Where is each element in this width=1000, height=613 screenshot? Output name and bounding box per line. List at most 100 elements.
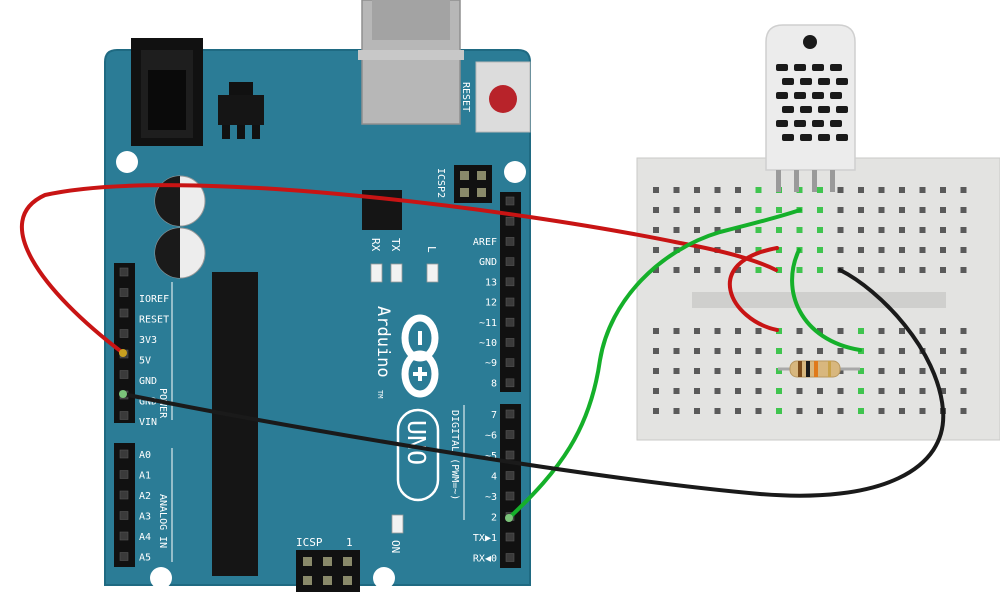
breadboard-hole <box>878 207 885 213</box>
header-pin <box>119 511 129 520</box>
power-pin-label: GND <box>139 376 157 387</box>
digital-pin-label: GND <box>479 257 497 268</box>
power-pin-label: 5V <box>139 356 151 367</box>
header-pin <box>505 277 515 287</box>
breadboard-hole <box>735 328 741 334</box>
breadboard-hole <box>653 328 659 334</box>
digital-pin-label: 4 <box>491 472 497 483</box>
breadboard-hole <box>940 267 946 273</box>
breadboard-hole <box>878 408 885 414</box>
on-label: ON <box>389 540 402 553</box>
breadboard-hole <box>796 328 803 334</box>
breadboard-hole <box>960 348 967 354</box>
breadboard-hole <box>653 408 659 414</box>
breadboard-hole <box>714 267 721 273</box>
breadboard-hole <box>858 368 864 374</box>
breadboard-hole <box>858 408 864 414</box>
analog-header <box>114 443 135 567</box>
breadboard-hole <box>899 227 905 233</box>
breadboard-hole <box>837 408 844 414</box>
header-pin <box>505 358 515 367</box>
breadboard-hole <box>899 328 905 334</box>
digital-pin-label: 12 <box>485 298 497 309</box>
analog-pin-label: A2 <box>139 491 151 502</box>
digital-pin-label: ~5 <box>485 451 497 462</box>
header-pin <box>505 257 515 266</box>
breadboard-hole <box>714 408 721 414</box>
header-pin <box>505 338 515 347</box>
sensor-vent <box>818 106 830 113</box>
header-pin <box>119 308 129 318</box>
breadboard-hole <box>673 348 680 354</box>
trademark-label: TM <box>376 390 384 398</box>
breadboard-hole <box>673 388 680 394</box>
digital-pin-label: RX◀0 <box>473 554 497 565</box>
power-pin-label: RESET <box>139 315 169 326</box>
breadboard-hole <box>653 388 659 394</box>
breadboard-hole <box>776 267 782 273</box>
breadboard-hole <box>960 207 967 213</box>
breadboard-hole <box>694 368 700 374</box>
wire-green-jumper <box>790 248 862 352</box>
power-pin-label: GND <box>139 397 157 408</box>
sensor-vent <box>830 64 842 71</box>
breadboard-hole <box>755 227 762 233</box>
breadboard-hole <box>755 348 762 354</box>
analog-pin-label: A0 <box>139 450 151 461</box>
header-pin <box>119 490 129 500</box>
uno-label: UNO <box>402 420 431 465</box>
breadboard-hole <box>714 328 721 334</box>
breadboard-hole <box>735 388 741 394</box>
breadboard-hole <box>796 388 803 394</box>
breadboard-hole <box>817 207 823 213</box>
sensor-vent <box>836 134 848 141</box>
breadboard-hole <box>694 348 700 354</box>
breadboard-hole <box>940 187 946 193</box>
breadboard-hole <box>817 187 823 193</box>
breadboard-hole <box>817 267 823 273</box>
wire-red-jumper <box>727 246 779 332</box>
digital-pin-label: ~10 <box>479 338 497 349</box>
wire-endpoints <box>119 349 513 522</box>
sensor-vent <box>782 134 794 141</box>
reset-button <box>475 61 531 133</box>
breadboard-hole <box>899 207 905 213</box>
header-pin <box>505 237 515 246</box>
sensor-vent <box>800 106 812 113</box>
breadboard-hole <box>919 247 926 253</box>
arduino-uno-board: RESET RX TX L ON <box>104 0 531 592</box>
breadboard-hole <box>919 207 926 213</box>
sensor-vent <box>818 134 830 141</box>
mounting-hole <box>116 151 138 173</box>
breadboard-hole <box>858 388 864 394</box>
breadboard-hole <box>776 328 782 334</box>
header-pin <box>119 470 129 479</box>
sensor-vent <box>776 120 788 127</box>
breadboard-hole <box>858 267 864 273</box>
sensor-vent <box>836 78 848 85</box>
sensor-vent <box>776 92 788 99</box>
icsp-pin1-label: 1 <box>346 536 353 549</box>
breadboard-hole <box>878 328 885 334</box>
digital-pin-label: AREF <box>473 237 497 248</box>
header-pins <box>119 196 515 562</box>
breadboard-hole <box>837 348 844 354</box>
digital-pin-label: 8 <box>491 378 497 389</box>
breadboard-hole <box>878 388 885 394</box>
breadboard-hole <box>919 328 926 334</box>
capacitor <box>154 175 206 227</box>
header-pin <box>119 411 129 420</box>
breadboard-hole <box>776 247 782 253</box>
header-pin <box>505 532 515 542</box>
breadboard-hole <box>653 247 659 253</box>
breadboard-hole <box>837 227 844 233</box>
analog-section-label: ANALOG IN <box>157 494 168 548</box>
header-pin <box>119 531 129 541</box>
breadboard-hole <box>694 408 700 414</box>
breadboard-hole <box>837 388 844 394</box>
breadboard-hole <box>694 247 700 253</box>
sensor-vent <box>782 106 794 113</box>
breadboard-hole <box>940 388 946 394</box>
digital-pin-label: ~6 <box>485 431 497 442</box>
